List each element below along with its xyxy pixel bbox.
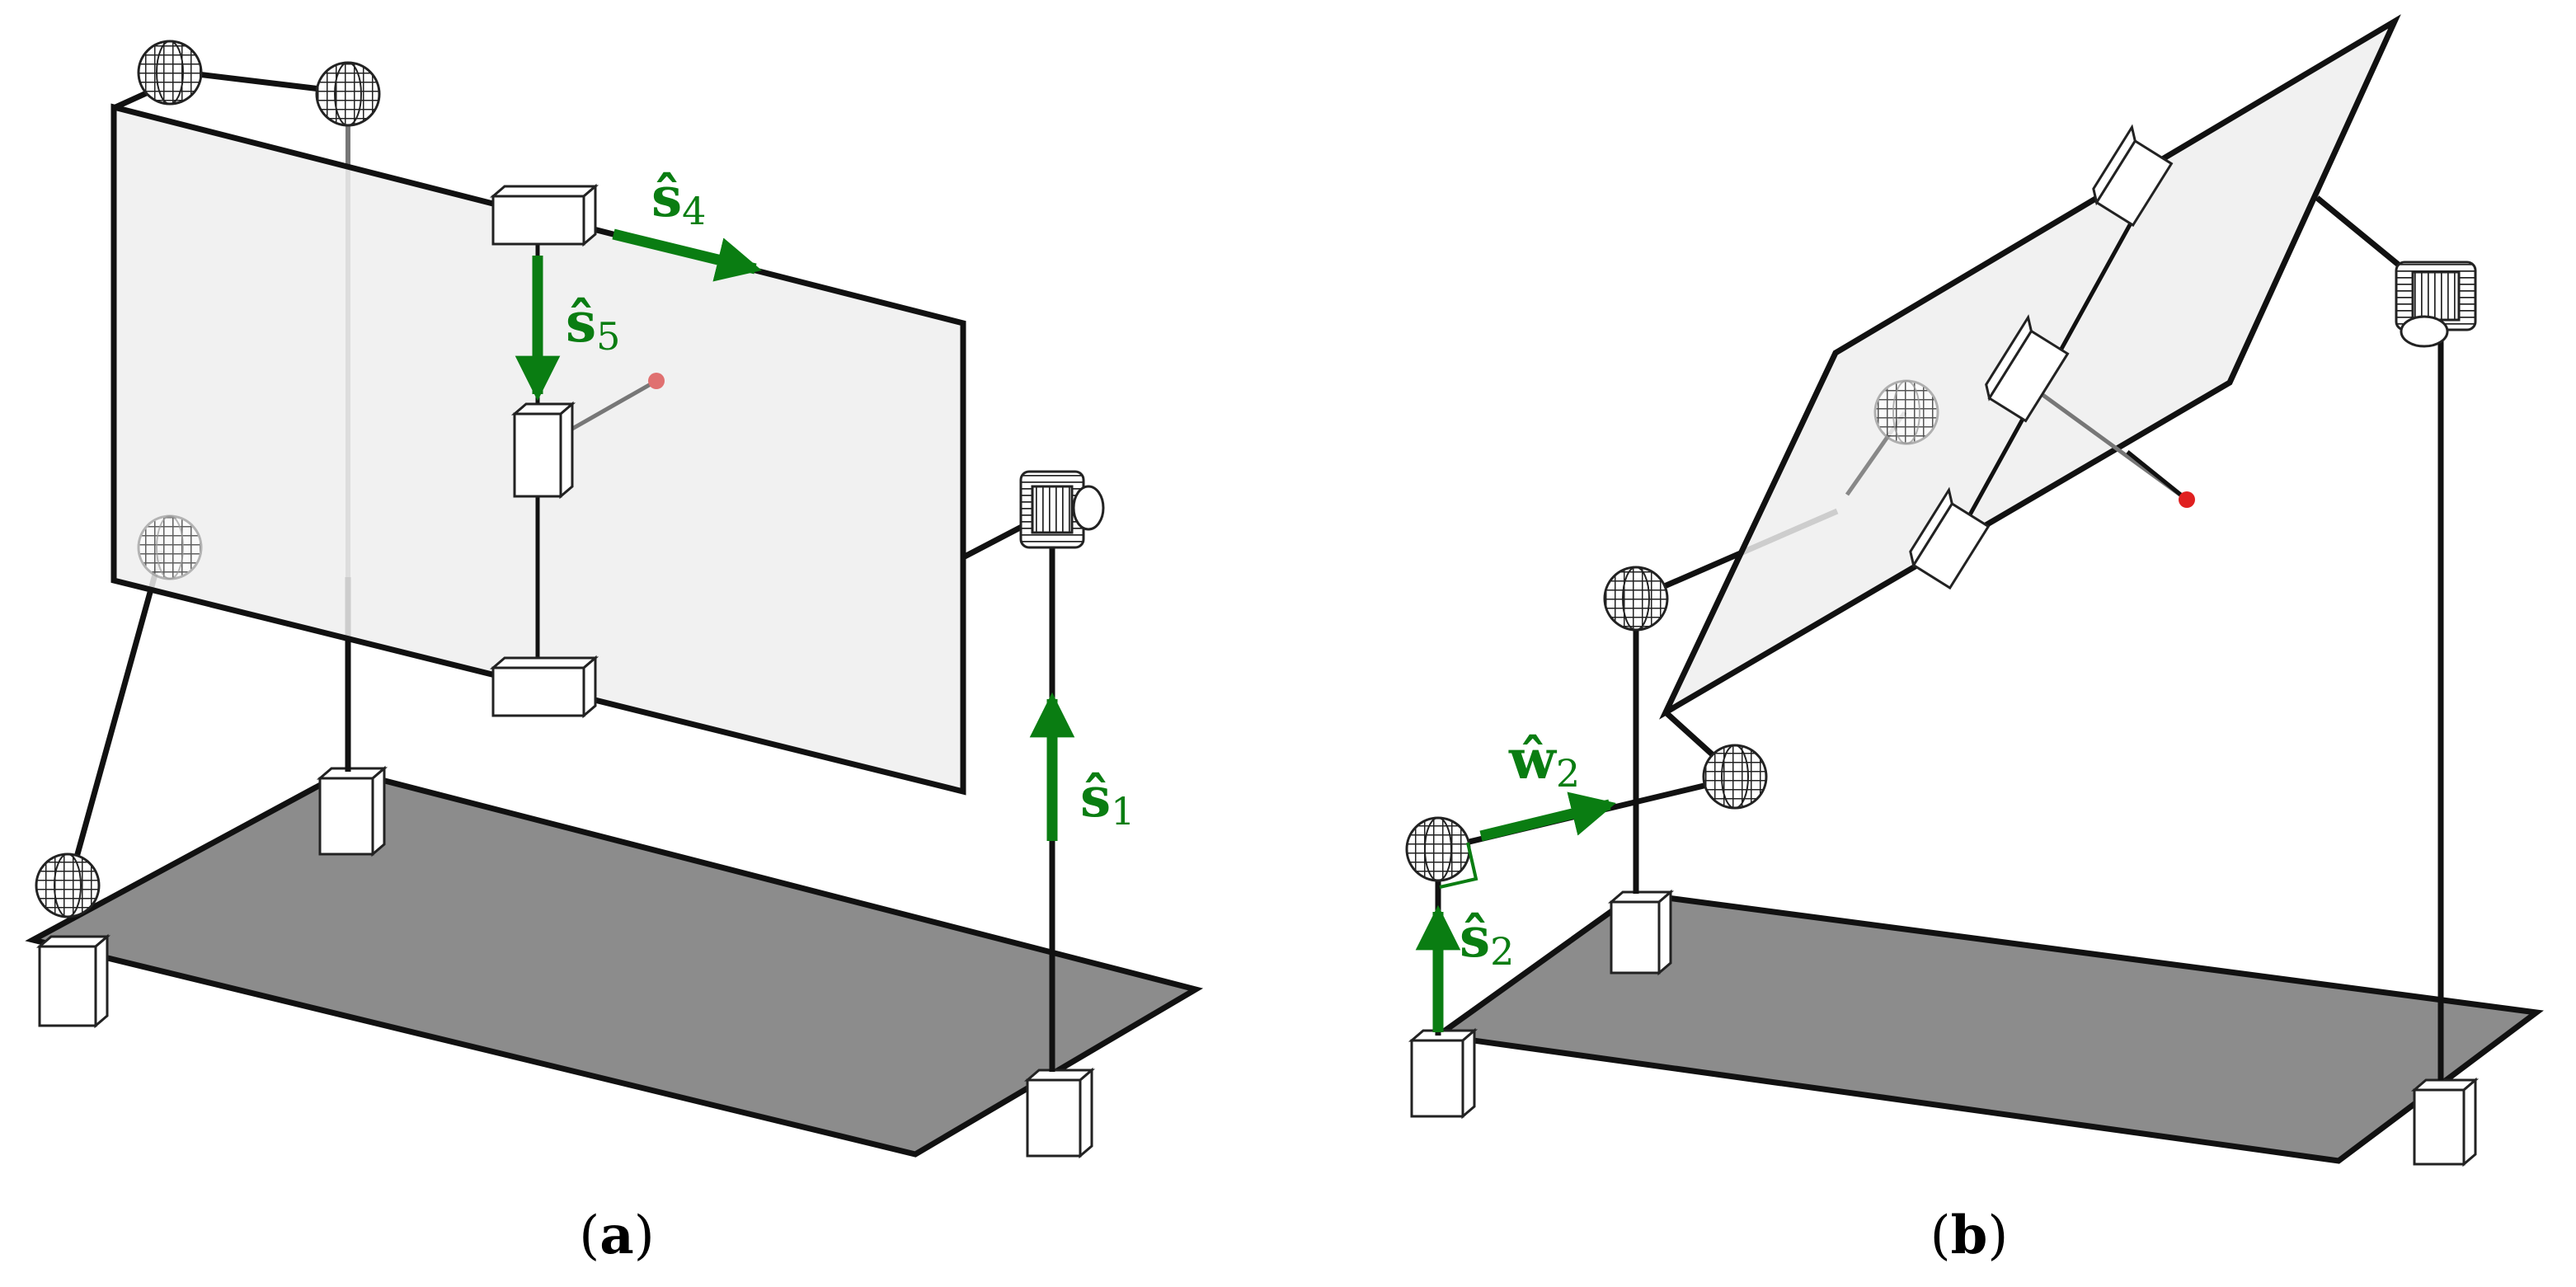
spherical-joint-icon — [1702, 744, 1768, 810]
vector-label-s1: ŝ1 — [1080, 765, 1135, 834]
prismatic-joint-icon — [1985, 314, 2070, 423]
fixed-base-icon — [1607, 889, 1675, 976]
fixed-base-icon — [1408, 1027, 1478, 1120]
fixed-base-icon — [2410, 1077, 2480, 1167]
end-effector-point-b — [2179, 491, 2195, 508]
panel-a: ŝ4 ŝ5 ŝ1 (a) — [25, 40, 1204, 1266]
prismatic-joint-icon — [510, 401, 576, 500]
spherical-joint-icon — [315, 61, 381, 127]
end-effector-arm-b2 — [2126, 450, 2188, 501]
spherical-joint-icon — [1873, 379, 1939, 445]
prismatic-joint-icon — [1909, 486, 1991, 590]
fixed-base-icon — [1023, 1067, 1096, 1159]
end-effector-point-a — [648, 373, 665, 389]
caption-a: (a) — [579, 1205, 654, 1266]
vector-w2-arrow — [1479, 791, 1616, 842]
spherical-joint-icon — [137, 40, 203, 106]
right-angle-mark-b — [1439, 842, 1478, 889]
prismatic-joint-icon — [2092, 124, 2174, 228]
spherical-joint-icon — [1405, 816, 1471, 882]
panel-b: ŵ2 ŝ2 (b) — [1405, 14, 2544, 1266]
leg-a-left — [66, 550, 165, 885]
vector-s4-arrow — [612, 228, 762, 282]
vector-label-s5: ŝ5 — [566, 290, 620, 359]
vector-label-s4: ŝ4 — [651, 165, 706, 233]
prismatic-joint-icon — [489, 655, 599, 719]
universal-joint-icon — [2395, 261, 2477, 348]
spherical-joint-icon — [35, 853, 101, 918]
spherical-joint-icon — [1603, 566, 1669, 632]
prismatic-joint-icon — [489, 183, 599, 247]
fixed-base-icon — [316, 765, 388, 857]
caption-b: (b) — [1930, 1205, 2009, 1266]
vector-label-w2: ŵ2 — [1508, 727, 1580, 796]
spherical-joint-icon — [137, 514, 203, 580]
universal-joint-icon — [1019, 470, 1105, 549]
base-plate-a-surface — [25, 768, 1204, 1158]
end-effector-arm-a — [559, 378, 658, 438]
base-plate-b — [1430, 890, 2544, 1164]
fixed-base-icon — [35, 933, 111, 1029]
vector-label-s2: ŝ2 — [1460, 905, 1514, 974]
